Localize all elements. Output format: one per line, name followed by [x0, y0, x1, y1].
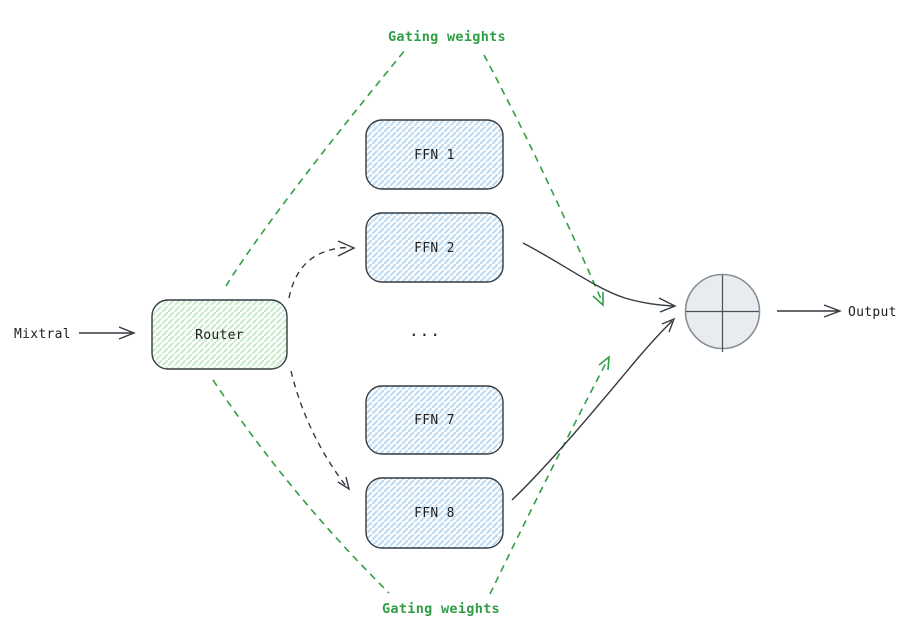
router-to-ffn2-arrowhead-icon — [337, 240, 356, 257]
ffn2-to-sum-edge — [522, 242, 674, 307]
ffn8-label: FFN 8 — [414, 506, 455, 521]
experts-ellipsis: ... — [409, 321, 441, 340]
ffn1-label: FFN 1 — [414, 148, 455, 163]
gating-edge-router-to-top-label — [225, 49, 406, 287]
router-to-ffn2-dashed-arrow — [288, 246, 352, 299]
router-node — [151, 299, 288, 370]
nodes: Router FFN 1 FFN 2 ... FFN 7 FFN 8 — [151, 119, 761, 549]
gating-arrowhead-bottom-icon — [598, 355, 610, 371]
output-label: Output — [848, 305, 897, 320]
ffn1-node — [365, 119, 504, 190]
gating-weights-label-top: Gating weights — [388, 29, 506, 45]
ffn7-node — [365, 385, 504, 455]
ffn8-to-sum-edge — [511, 320, 673, 501]
ffn7-label: FFN 7 — [414, 413, 455, 428]
gating-edge-top-label-to-sum — [483, 54, 602, 300]
ffn2-label: FFN 2 — [414, 241, 455, 256]
ffn2-node — [365, 212, 504, 283]
ffn2-to-sum-arrowhead-icon — [658, 297, 677, 313]
gating-arrowhead-top-icon — [592, 292, 604, 307]
router-to-ffn8-arrowhead-icon — [337, 476, 351, 491]
gating-weights-label-bottom: Gating weights — [382, 601, 500, 617]
gating-weights-edges — [212, 49, 610, 595]
router-label: Router — [195, 328, 244, 343]
ffn8-to-sum-arrowhead-icon — [661, 317, 676, 333]
router-to-ffn8-dashed-arrow — [290, 370, 347, 487]
labels: Mixtral Output Gating weights Gating wei… — [14, 29, 897, 617]
ffn8-node — [365, 477, 504, 549]
input-arrowhead-icon — [118, 326, 136, 340]
gating-edge-bottom-label-to-sum — [489, 356, 610, 595]
input-label: Mixtral — [14, 327, 71, 342]
gating-edge-router-to-bottom-label — [212, 379, 390, 594]
output-arrowhead-icon — [823, 304, 842, 318]
flow-edges — [79, 240, 842, 501]
sum-node — [684, 273, 761, 352]
